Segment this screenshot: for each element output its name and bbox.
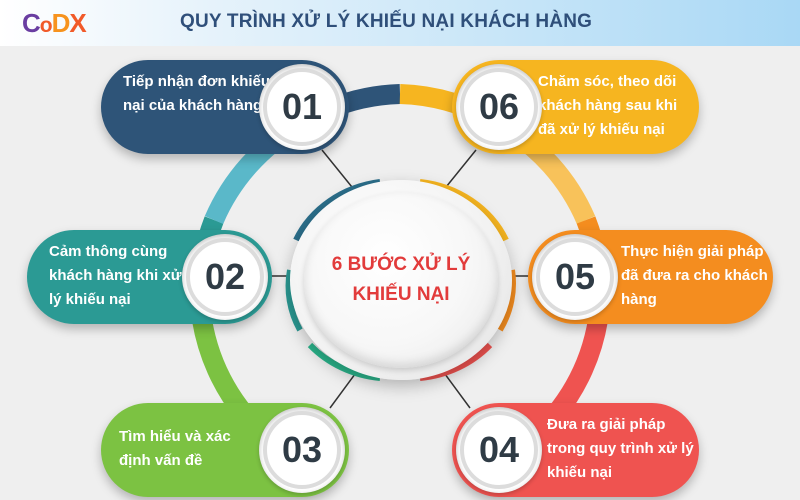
connector-4: [441, 369, 471, 409]
step-05-card: Thực hiện giải pháp đã đưa ra cho khách …: [528, 230, 773, 324]
step-04-card: Đưa ra giải pháp trong quy trình xử lý k…: [452, 403, 699, 497]
step-04-text: Đưa ra giải pháp trong quy trình xử lý k…: [547, 416, 694, 481]
center-accent-left: [285, 269, 303, 332]
step-02-text: Cảm thông cùng khách hàng khi xử lý khiế…: [49, 243, 182, 308]
connector-3: [329, 369, 359, 409]
step-05-badge-ring: [536, 238, 614, 316]
step-06-badge-ring: [460, 68, 538, 146]
step-02-badge-ring: [186, 238, 264, 316]
step-01-text: Tiếp nhận đơn khiếu nại của khách hàng: [123, 73, 271, 114]
center-title: 6 BƯỚC XỬ LÝ KHIẾU NẠI: [331, 254, 471, 305]
page-title: QUY TRÌNH XỬ LÝ KHIẾU NẠI KHÁCH HÀNG: [180, 11, 593, 32]
header-banner: CoDX QUY TRÌNH XỬ LÝ KHIẾU NẠI KHÁCH HÀN…: [0, 0, 800, 46]
step-03-card: Tìm hiểu và xác định vấn đề 03: [101, 403, 349, 497]
step-02-card: Cảm thông cùng khách hàng khi xử lý khiế…: [27, 230, 272, 324]
step-05-text: Thực hiện giải pháp đã đưa ra cho khách …: [621, 243, 768, 308]
step-04-badge-ring: [460, 411, 538, 489]
step-01-badge-ring: [263, 68, 341, 146]
step-03-text: Tìm hiểu và xác định vấn đề: [119, 428, 231, 469]
codx-logo: CoDX: [22, 8, 87, 38]
connector-6: [441, 149, 477, 193]
step-01-card: Tiếp nhận đơn khiếu nại của khách hàng 0…: [101, 60, 349, 154]
center-circle: 6 BƯỚC XỬ LÝ KHIẾU NẠI: [304, 192, 498, 368]
center-accent-bottom-left: [307, 342, 381, 381]
connector-1: [321, 149, 357, 193]
step-06-text: Chăm sóc, theo dõi khách hàng sau khi đã…: [538, 73, 678, 138]
center-accent-right: [497, 269, 516, 332]
step-06-card: Chăm sóc, theo dõi khách hàng sau khi đã…: [452, 60, 699, 154]
step-03-badge-ring: [263, 411, 341, 489]
